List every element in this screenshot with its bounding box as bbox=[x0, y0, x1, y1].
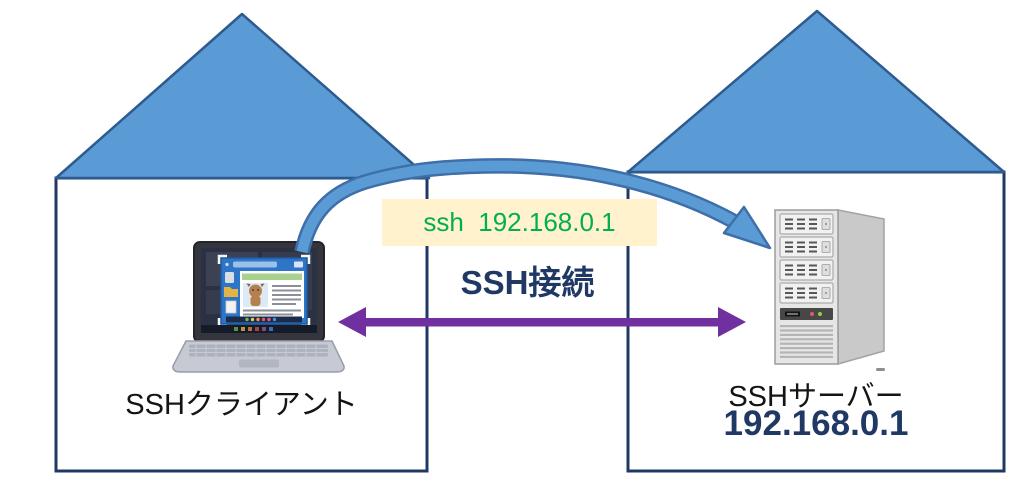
ssh-command-badge: ssh 192.168.0.1 bbox=[382, 199, 657, 246]
curved-arrow-icon bbox=[294, 158, 772, 254]
folder-icon bbox=[224, 287, 238, 297]
file-icon bbox=[225, 300, 237, 314]
trash-icon bbox=[225, 272, 234, 283]
server-panel-icon bbox=[780, 308, 833, 320]
server-ip-label: 192.168.0.1 bbox=[723, 404, 909, 443]
server-illustration bbox=[774, 209, 885, 371]
red-led-icon bbox=[810, 312, 814, 316]
left-house-roof-icon bbox=[54, 12, 431, 180]
curved-arrowhead-icon bbox=[722, 205, 772, 250]
double-headed-arrow-icon bbox=[338, 307, 746, 337]
server-vents-icon bbox=[780, 325, 833, 358]
connection-label: SSH接続 bbox=[460, 264, 595, 301]
server-label: SSHサーバー bbox=[728, 381, 904, 413]
laptop-illustration bbox=[172, 241, 345, 373]
trackpad-icon bbox=[239, 359, 279, 368]
browser-window-icon bbox=[217, 254, 311, 328]
green-led-icon bbox=[818, 312, 822, 316]
right-house-roof-icon bbox=[626, 9, 1006, 174]
client-label: SSHクライアント bbox=[125, 389, 358, 421]
